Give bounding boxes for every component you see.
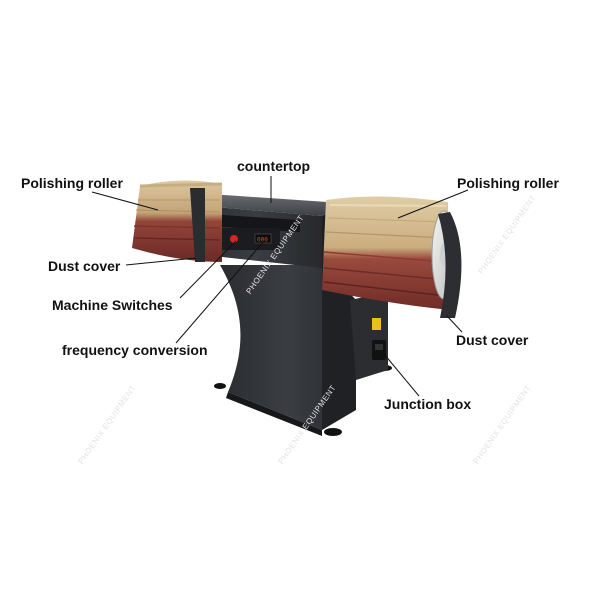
svg-text:000: 000 <box>257 237 268 244</box>
leader-frequency-conversion <box>175 240 265 344</box>
label-machine-switches: Machine Switches <box>52 297 173 313</box>
countertop-surface <box>192 194 342 216</box>
pedestal <box>214 265 392 436</box>
junction-box <box>372 340 386 360</box>
right-dust-cover <box>438 212 462 318</box>
leader-machine-switches <box>179 240 237 299</box>
label-polishing-roller-left: Polishing roller <box>21 175 123 191</box>
control-panel <box>220 228 280 250</box>
right-roller <box>322 196 462 318</box>
label-frequency-conversion: frequency conversion <box>62 342 208 358</box>
label-countertop: countertop <box>237 158 311 174</box>
left-roller <box>132 180 223 262</box>
frequency-display <box>254 233 272 244</box>
label-dust-cover-left: Dust cover <box>48 258 121 274</box>
label-polishing-roller-right: Polishing roller <box>457 175 559 191</box>
left-dust-cover <box>190 188 205 262</box>
label-dust-cover-right: Dust cover <box>456 332 529 348</box>
label-junction-box: Junction box <box>384 396 472 412</box>
leader-polishing-roller-left <box>91 191 159 211</box>
power-switch <box>230 235 238 243</box>
leader-dust-cover-left <box>125 257 197 266</box>
leader-polishing-roller-right <box>397 189 469 219</box>
leader-junction-box <box>383 353 420 397</box>
leader-dust-cover-right <box>446 315 463 333</box>
leader-lines <box>91 176 469 397</box>
